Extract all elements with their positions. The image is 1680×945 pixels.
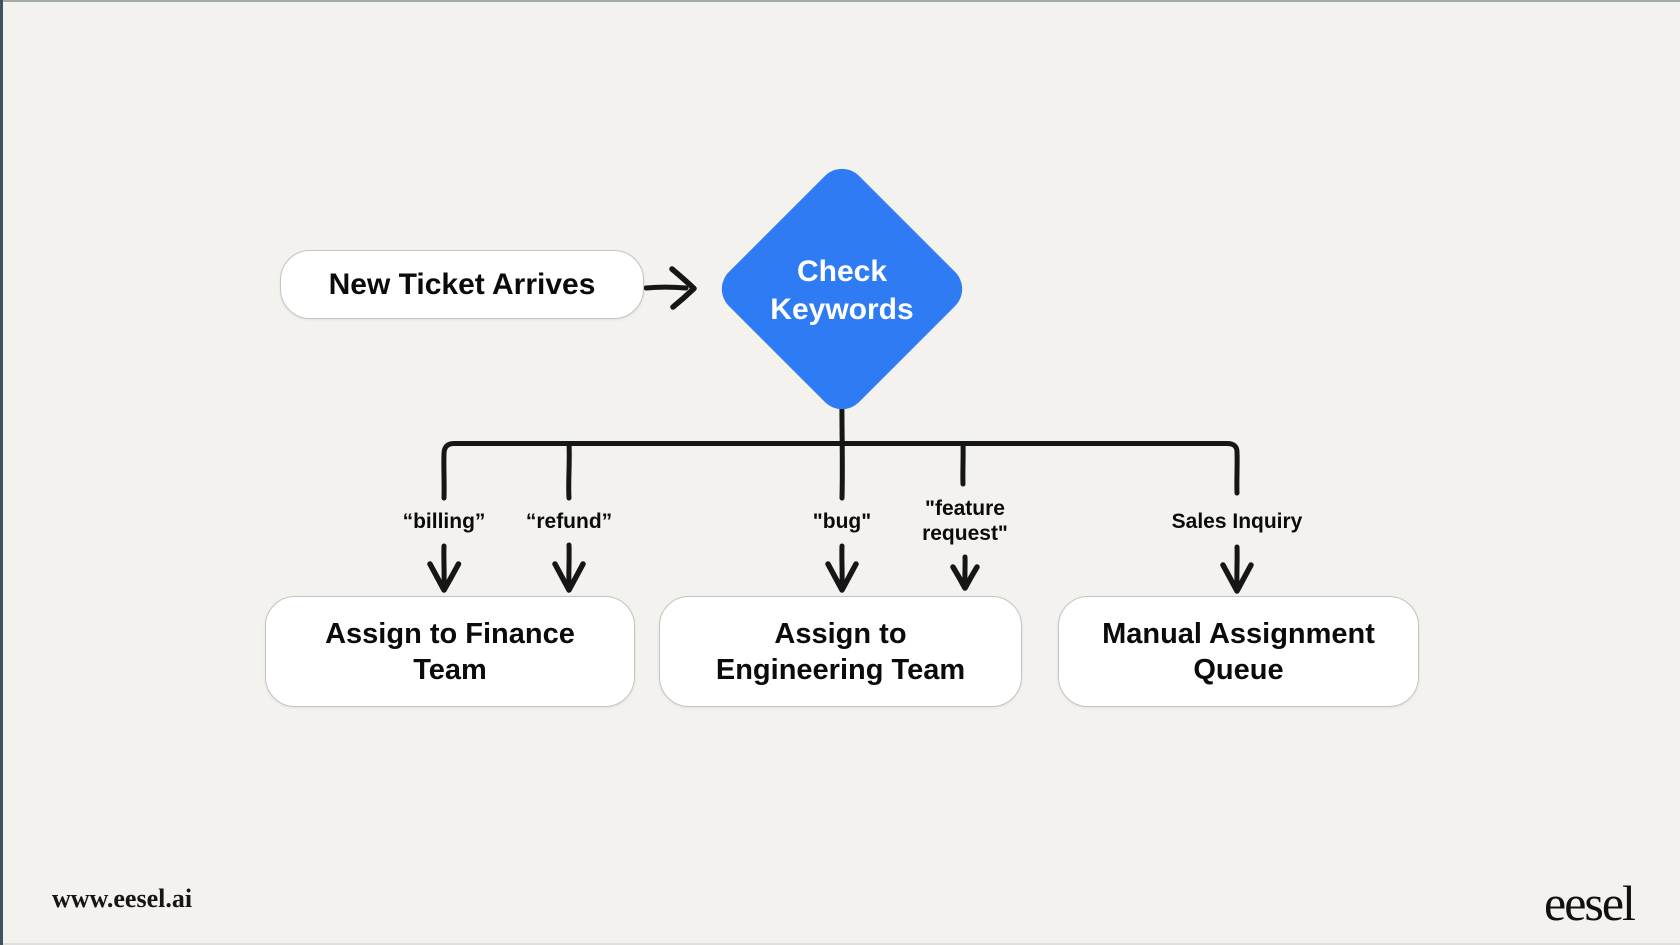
arrow-refund-head	[552, 561, 586, 593]
arrow-feature-head	[950, 564, 980, 591]
arrow-sales-head	[1220, 562, 1254, 594]
website-url-text: www.eesel.ai	[52, 884, 193, 913]
left-edge-line	[0, 0, 3, 945]
engineering-label-line2: Engineering Team	[715, 653, 966, 686]
manual-node-label: Manual Assignment Queue	[1102, 616, 1375, 688]
finance-node-label: Assign to Finance Team	[325, 616, 575, 688]
decision-label-line2: Keywords	[770, 293, 914, 326]
finance-label-line1: Assign to Finance	[325, 617, 575, 650]
arrow-start-to-decision-head	[669, 266, 697, 310]
finance-label-line2: Team	[413, 653, 487, 686]
branch-label-refund: “refund”	[525, 510, 613, 533]
start-node-label: New Ticket Arrives	[328, 267, 596, 301]
branch-label-feature-request: "feature request"	[922, 497, 1008, 545]
outcome-node-finance: Assign to Finance Team	[265, 596, 635, 707]
start-node: New Ticket Arrives	[280, 250, 644, 319]
engineering-node-label: Assign to Engineering Team	[716, 616, 965, 688]
engineering-label-line1: Assign to	[774, 617, 907, 650]
decision-node-label: Check Keywords	[742, 253, 942, 329]
decision-label-line1: Check	[796, 255, 888, 288]
branch-label-bug: "bug"	[812, 510, 872, 533]
arrow-bug-head	[825, 561, 859, 593]
arrow-billing-head	[427, 561, 462, 593]
branch-label-sales-inquiry: Sales Inquiry	[1171, 510, 1303, 533]
outcome-node-manual-queue: Manual Assignment Queue	[1058, 596, 1419, 707]
bottom-edge-line	[0, 943, 1680, 945]
eesel-logo-text: eesel	[1544, 875, 1636, 931]
arrow-start-to-decision-shaft	[643, 284, 689, 291]
manual-label-line2: Queue	[1193, 653, 1284, 686]
refund-stub-line	[566, 441, 572, 501]
branch-label-billing: “billing”	[402, 510, 486, 533]
branch-tree-line	[441, 440, 1240, 501]
outcome-node-engineering: Assign to Engineering Team	[659, 596, 1022, 707]
manual-label-line1: Manual Assignment	[1102, 617, 1375, 650]
top-edge-line	[0, 0, 1680, 2]
